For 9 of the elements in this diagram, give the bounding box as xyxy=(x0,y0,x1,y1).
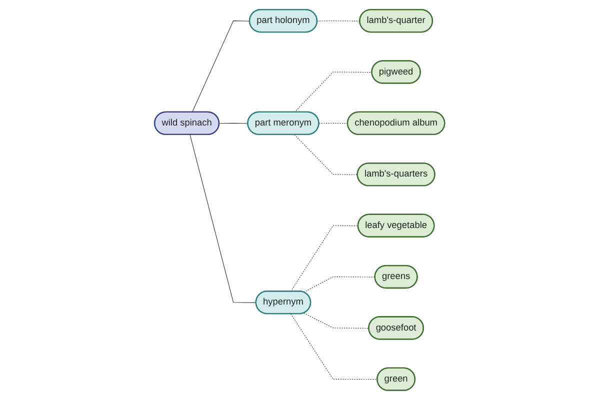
connector xyxy=(317,20,361,22)
connector xyxy=(294,134,358,175)
connector xyxy=(219,122,249,124)
connector xyxy=(304,276,376,293)
connector xyxy=(294,72,373,113)
connector xyxy=(192,20,250,113)
connector xyxy=(290,314,378,380)
connector xyxy=(190,134,257,303)
connector xyxy=(290,225,359,292)
